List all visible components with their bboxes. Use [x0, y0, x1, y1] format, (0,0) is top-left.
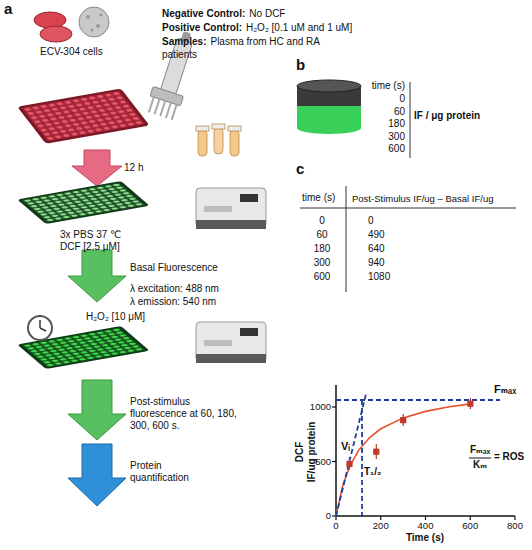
condition-detail: No DCF [249, 8, 285, 19]
table-cell: 640 [368, 243, 385, 255]
wavelength-note: λ emission: 540 nm [130, 296, 216, 308]
table-cell: 0 [368, 215, 374, 227]
step-label: Post-stimulus fluorescence at 60, 180, 3… [130, 396, 242, 432]
table-cell: 0 [319, 215, 325, 227]
curve-annotation: Fₘₐₓ [494, 383, 516, 396]
condition-name: Positive Control: [162, 22, 242, 33]
unit-label: IF / μg protein [414, 110, 480, 122]
axis-title: DCFIF/ug protein [294, 422, 318, 483]
formula-part: = ROS [494, 451, 524, 463]
time-header: time (s) [372, 80, 405, 92]
tick-label: 800 [507, 520, 523, 531]
axis-title-line: DCF [294, 422, 306, 483]
formula-part: Fₘₐₓ [470, 444, 490, 456]
condition-name: Samples: [162, 36, 206, 47]
step-label: Basal Fluorescence [130, 262, 218, 274]
time-value: 60 [394, 106, 405, 118]
condition-detail: H₂O₂ [0.1 uM and 1 uM] [246, 22, 352, 33]
table-cell: 600 [314, 271, 331, 283]
time-value: 180 [388, 118, 405, 130]
condition-line: Positive Control: H₂O₂ [0.1 uM and 1 uM] [162, 22, 352, 35]
tick-label: 1000 [310, 401, 331, 412]
step-label: Protein quantification [130, 460, 210, 484]
condition-line: Samples:Plasma from HC and RA patients [162, 36, 347, 61]
tick-label: 500 [315, 456, 331, 467]
table-cell: 940 [368, 257, 385, 269]
panel-letter: c [296, 160, 304, 178]
time-value: 600 [388, 143, 405, 155]
axis-title-line: IF/ug protein [306, 422, 318, 483]
table-cell: 60 [316, 229, 327, 241]
time-value: 0 [399, 93, 405, 105]
table-cell: 180 [314, 243, 331, 255]
time-value: 300 [388, 131, 405, 143]
table-cell: 300 [314, 257, 331, 269]
step-duration: 12 h [124, 162, 143, 174]
tick-label: 0 [333, 520, 338, 531]
panel-letter: a [4, 0, 12, 18]
curve-annotation: T₁/₂ [364, 466, 381, 478]
formula-part: Kₘ [473, 459, 487, 471]
curve-annotation: Vᵢ [341, 440, 350, 453]
table-cell: 490 [368, 229, 385, 241]
tick-label: 200 [373, 520, 389, 531]
table-cell: 1080 [368, 271, 390, 283]
step-note: 3x PBS 37 ℃ [60, 229, 121, 241]
cell-line-label: ECV-304 cells [40, 46, 103, 58]
step-note: DCF [2.5 μM] [60, 241, 120, 253]
tick-label: 0 [326, 510, 331, 521]
wavelength-note: λ excitation: 488 nm [130, 283, 219, 295]
stimulus-label: H₂O₂ [10 μM] [86, 311, 145, 323]
table-header: time (s) [302, 192, 335, 204]
condition-line: Negative Control: No DCF [162, 8, 285, 21]
condition-name: Negative Control: [162, 8, 245, 19]
panel-letter: b [296, 56, 305, 74]
tick-label: 400 [418, 520, 434, 531]
tick-label: 600 [462, 520, 478, 531]
table-header: Post-Stimulus IF/ug – Basal IF/ug [352, 193, 494, 204]
axis-title: Time (s) [406, 532, 444, 544]
